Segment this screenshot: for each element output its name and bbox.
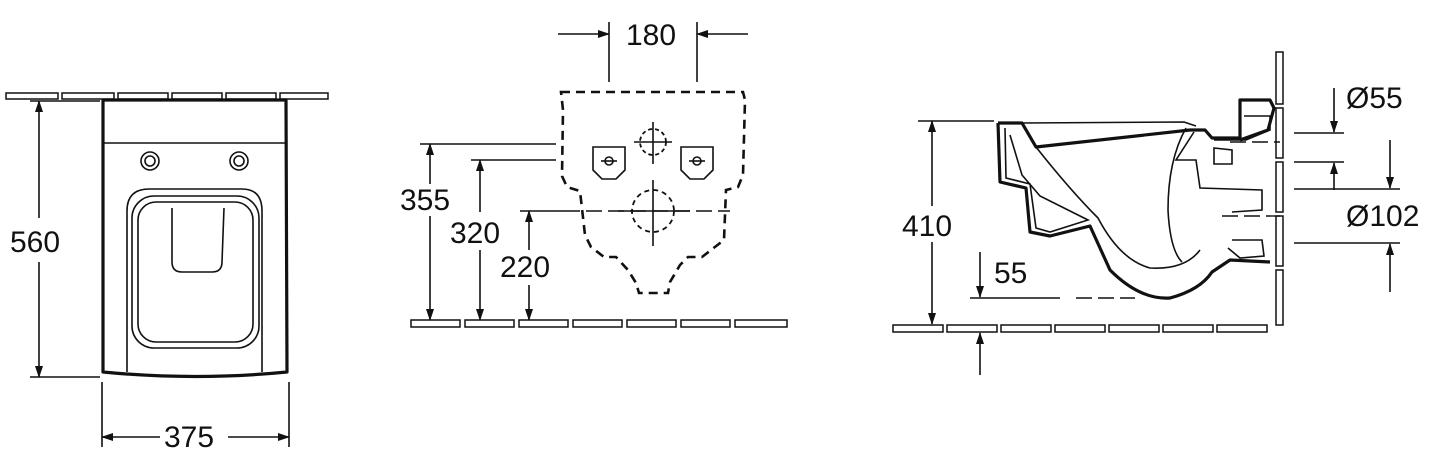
dimension-width-375 xyxy=(101,382,290,447)
toilet-front-outline xyxy=(101,98,289,379)
side-inlet-label: Ø55 xyxy=(1346,82,1403,115)
fixing-bolt-left xyxy=(140,151,160,171)
dimension-height-560 xyxy=(30,100,100,378)
front-wall-tiles xyxy=(5,92,329,100)
front-height-label: 560 xyxy=(10,226,60,259)
mounting-bracket-right xyxy=(680,146,714,180)
dimension-outlet-102 xyxy=(1294,140,1400,292)
water-inlet-center xyxy=(634,122,672,164)
side-outlet-label: Ø102 xyxy=(1346,200,1419,233)
frame-dimension-320: 320 xyxy=(450,217,500,250)
fixing-bolt-right xyxy=(229,151,249,171)
front-view: 560 375 xyxy=(5,92,329,452)
frame-floor-tiles xyxy=(410,319,788,328)
side-wall-tiles xyxy=(1275,51,1284,326)
front-width-label: 375 xyxy=(164,421,214,452)
dimension-355 xyxy=(420,143,556,321)
frame-outline xyxy=(559,90,747,295)
side-offset-label: 55 xyxy=(994,257,1027,290)
side-height-label: 410 xyxy=(902,210,952,243)
frame-dimension-355: 355 xyxy=(400,184,450,217)
frame-view: 180 355 320 220 xyxy=(400,19,788,328)
seat-outline xyxy=(131,195,260,349)
side-floor-tiles xyxy=(892,324,1268,333)
dimension-220 xyxy=(520,210,730,321)
frame-dimension-220: 220 xyxy=(500,251,550,284)
dimension-spacing-180 xyxy=(558,22,748,82)
mounting-bracket-left xyxy=(592,146,626,180)
dimension-offset-55 xyxy=(970,252,1135,375)
frame-spacing-label: 180 xyxy=(626,19,676,52)
dimension-inlet-55 xyxy=(1294,88,1344,190)
side-view: 410 55 Ø55 Ø102 xyxy=(892,51,1419,375)
dimension-height-410 xyxy=(918,120,994,325)
drain-outlet-center xyxy=(618,180,690,246)
dimension-320 xyxy=(471,159,556,321)
toilet-side-profile xyxy=(996,98,1276,300)
